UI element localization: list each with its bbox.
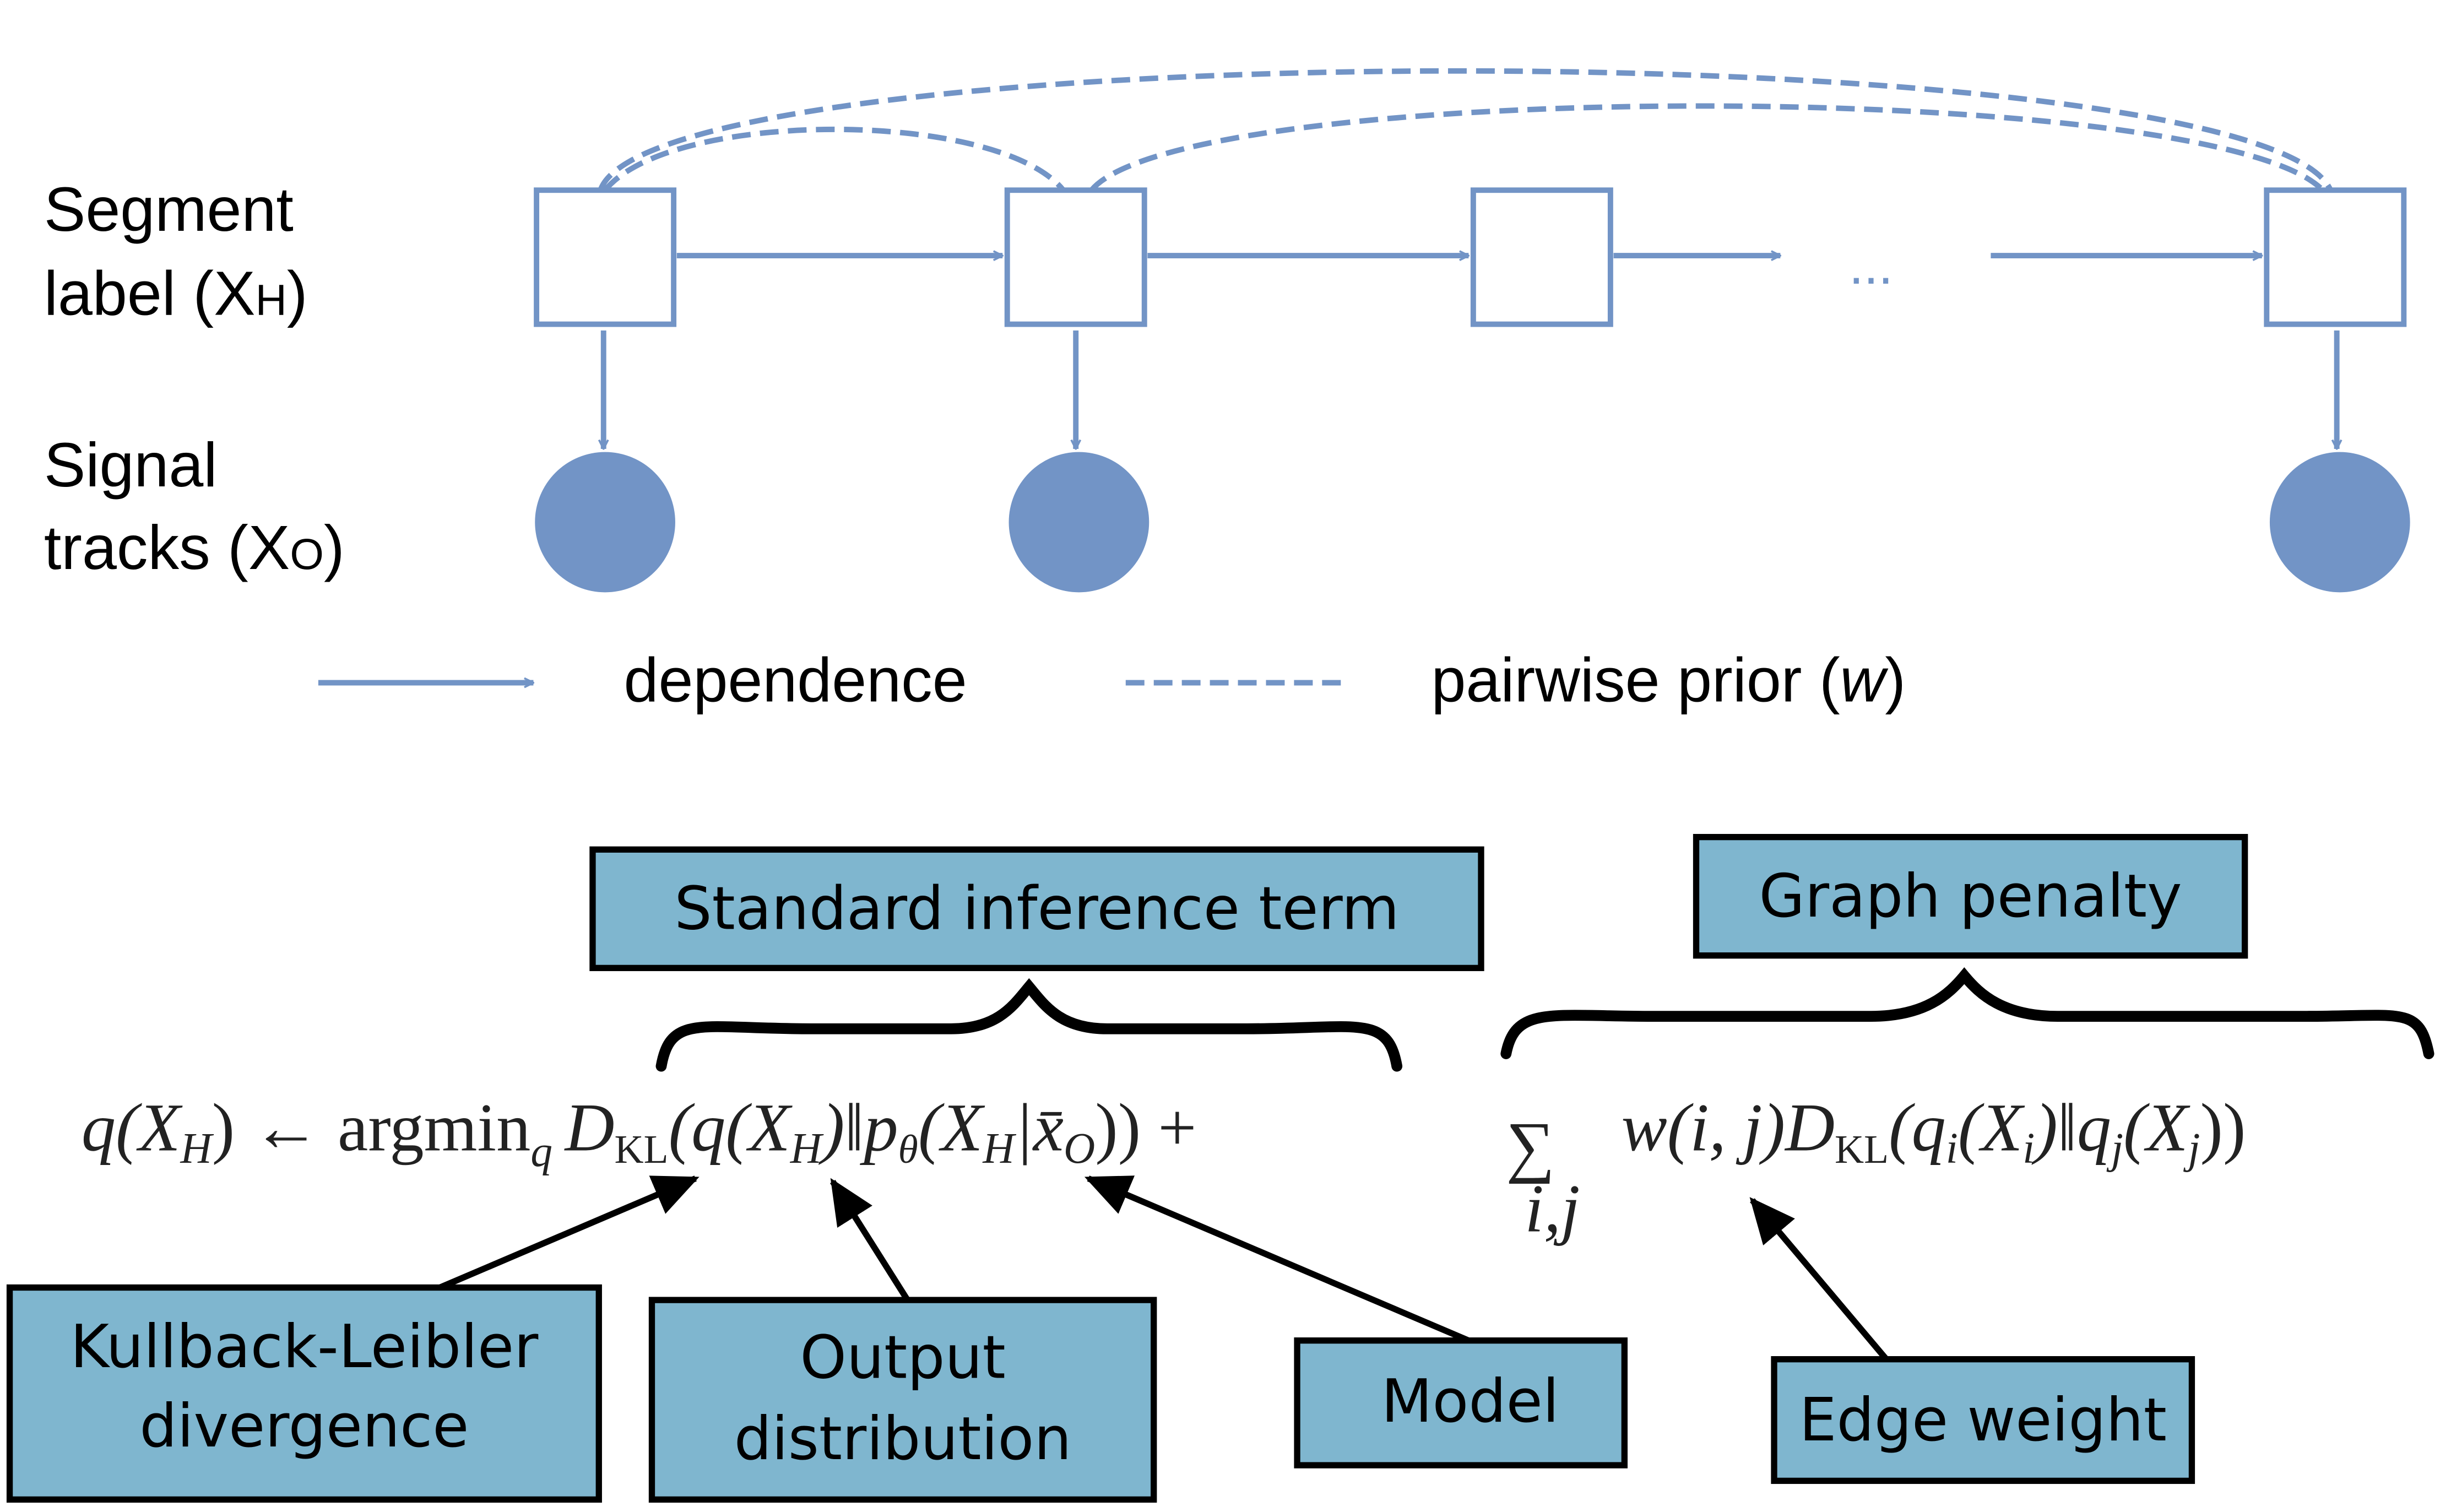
- pairwise-edge-1-2: [603, 126, 1066, 192]
- callout-output-line2: distribution: [734, 1405, 1072, 1473]
- ellipsis: ...: [1849, 236, 1893, 295]
- callout-kl-line2: divergence: [139, 1392, 469, 1461]
- signal-label-line1: Signal: [44, 430, 218, 500]
- pointer-kl: [438, 1175, 700, 1291]
- formula-sum-symbol: ∑: [1506, 1108, 1555, 1184]
- segment-node-n: [2264, 187, 2407, 327]
- callout-kl-box: [6, 1284, 602, 1503]
- formula-sum-subscript: i,j: [1525, 1170, 1580, 1247]
- brace-graph-penalty: [1500, 967, 2434, 1059]
- callout-graph-penalty-text: Graph penalty: [1759, 862, 2182, 931]
- callout-model-text: Model: [1381, 1367, 1559, 1436]
- pointer-edge-weight: [1749, 1197, 1889, 1362]
- brace-standard-inference: [655, 978, 1403, 1072]
- segment-node-3: [1470, 187, 1613, 327]
- callout-edge-weight-box: [1771, 1356, 2195, 1484]
- callout-edge-weight-text: Edge weight: [1799, 1386, 2167, 1455]
- callout-output-line1: Output: [800, 1324, 1005, 1392]
- segment-node-2: [1004, 187, 1147, 327]
- signal-node-1: [535, 452, 675, 593]
- pointer-model: [1084, 1175, 1470, 1343]
- callout-standard-inference-box: [589, 846, 1484, 972]
- pairwise-edge-2-4: [1089, 103, 2325, 192]
- segment-label-line2: label (XH): [44, 259, 308, 328]
- callout-output-box: [648, 1297, 1157, 1503]
- signal-label-line2: tracks (XO): [44, 513, 345, 582]
- segment-node-1: [534, 187, 677, 327]
- callout-kl-line1: Kullback-Leibler: [71, 1313, 539, 1381]
- formula-graph-term: w(i, j)DKL(qi(Xi)‖qj(Xj)): [1622, 1089, 2246, 1173]
- signal-node-n: [2269, 452, 2410, 593]
- legend-dependence-label: dependence: [624, 645, 967, 714]
- callout-model-box: [1294, 1337, 1628, 1468]
- signal-node-2: [1008, 452, 1149, 593]
- callout-graph-penalty-box: [1693, 833, 2248, 959]
- pairwise-edge-1-4: [598, 68, 2333, 192]
- pointer-output: [829, 1178, 910, 1302]
- segment-label-line1: Segment: [44, 175, 294, 244]
- callout-standard-inference-text: Standard inference term: [674, 875, 1399, 944]
- legend-pairwise-label: pairwise prior (w): [1431, 645, 1906, 714]
